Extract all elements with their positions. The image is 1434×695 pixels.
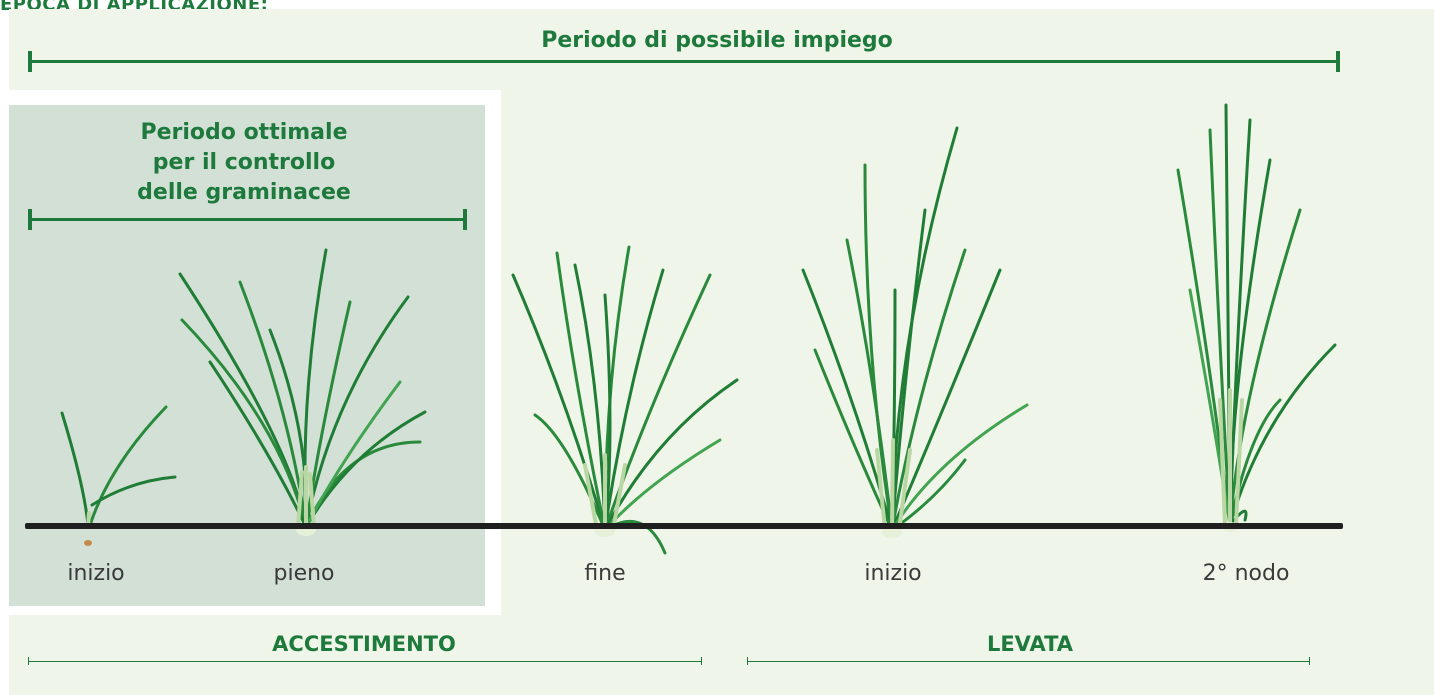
possible-period-start-tick bbox=[28, 51, 32, 72]
section-title: EPOCA DI APPLICAZIONE: bbox=[0, 0, 269, 15]
optimal-period-line-1: Periodo ottimale bbox=[140, 120, 348, 145]
plant-full-tillering-illustration bbox=[178, 248, 427, 536]
optimal-period-bar bbox=[29, 218, 466, 221]
stage-label-second-node: 2° nodo bbox=[1202, 561, 1290, 586]
phase-tillering-end-tick bbox=[701, 657, 702, 665]
phase-bar-tillering bbox=[28, 661, 702, 662]
stage-label-tillering-full: pieno bbox=[273, 561, 335, 586]
possible-period-bar bbox=[29, 60, 1339, 63]
possible-period-label: Periodo di possibile impiego bbox=[541, 28, 893, 53]
plant-seedling-illustration bbox=[60, 405, 177, 546]
phase-elongation-start-tick bbox=[747, 657, 748, 665]
phase-label-tillering: ACCESTIMENTO bbox=[272, 632, 456, 656]
ground-line bbox=[25, 523, 1343, 529]
phase-bar-elongation bbox=[747, 661, 1310, 662]
stage-label-elongation-start: inizio bbox=[864, 561, 922, 586]
phase-tillering-start-tick bbox=[28, 657, 29, 665]
background-panel-top bbox=[9, 9, 1434, 90]
background-panel-bottom bbox=[9, 615, 1434, 695]
plant-second-node-illustration bbox=[1176, 103, 1337, 532]
stage-label-tillering-end: fine bbox=[584, 561, 626, 586]
optimal-period-line-2: per il controllo bbox=[152, 150, 336, 175]
phase-elongation-end-tick bbox=[1309, 657, 1310, 665]
optimal-period-label: Periodo ottimale per il controllo delle … bbox=[84, 118, 404, 208]
optimal-period-line-3: delle graminacee bbox=[137, 180, 351, 205]
plant-end-tillering-illustration bbox=[511, 245, 739, 555]
phase-label-elongation: LEVATA bbox=[986, 632, 1074, 656]
plant-start-elongation-illustration bbox=[801, 126, 1029, 538]
optimal-period-end-tick bbox=[463, 209, 467, 230]
possible-period-end-tick bbox=[1336, 51, 1340, 72]
optimal-period-start-tick bbox=[28, 209, 32, 230]
stage-label-tillering-start: inizio bbox=[67, 561, 125, 586]
